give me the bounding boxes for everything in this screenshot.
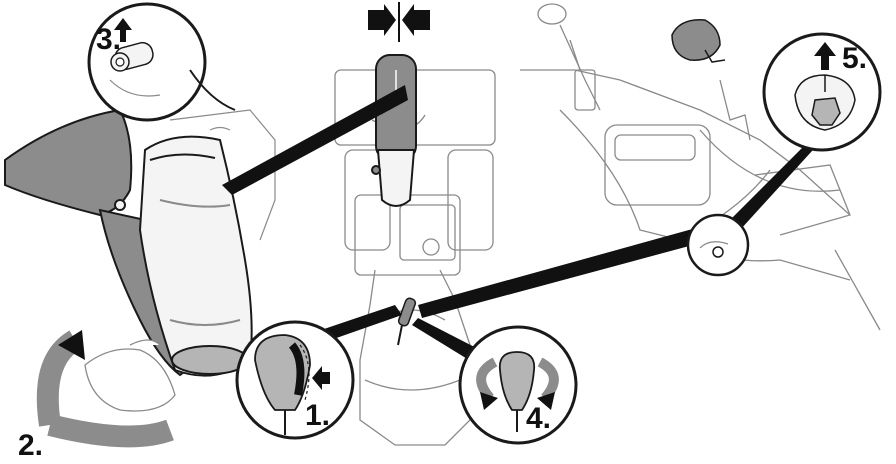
callout-step-1: [237, 322, 353, 438]
step-3-label: 3.: [96, 23, 121, 56]
small-target-circle: [688, 215, 748, 275]
joystick-knob-right: [672, 20, 725, 62]
gear-lever-small: [398, 297, 417, 345]
step-4-label: 4.: [526, 402, 551, 435]
step-5-label: 5.: [842, 42, 867, 75]
callout-step-3: [89, 4, 235, 120]
gear-lever-boot-strap: [372, 55, 416, 206]
detached-boot: [5, 110, 252, 376]
press-inward-arrows-icon: [368, 2, 430, 42]
step-1-label: 1.: [305, 399, 330, 432]
step-2-label: 2.: [18, 429, 43, 462]
callout-step-4: [460, 327, 576, 443]
